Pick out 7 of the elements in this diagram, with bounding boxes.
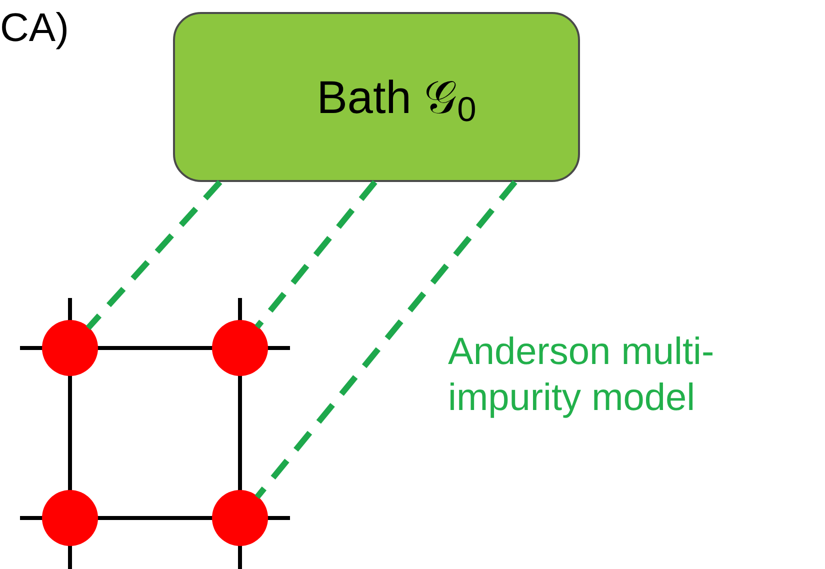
panel-label: CA) xyxy=(0,8,69,48)
bath-label: Bath 𝒢$_{0}$ xyxy=(316,70,476,132)
model-label: Anderson multi- impurity model xyxy=(448,330,716,421)
dashed-connector xyxy=(86,180,222,330)
bath-box xyxy=(173,12,580,182)
dashed-connector xyxy=(254,180,518,499)
dashed-connector xyxy=(254,180,378,329)
